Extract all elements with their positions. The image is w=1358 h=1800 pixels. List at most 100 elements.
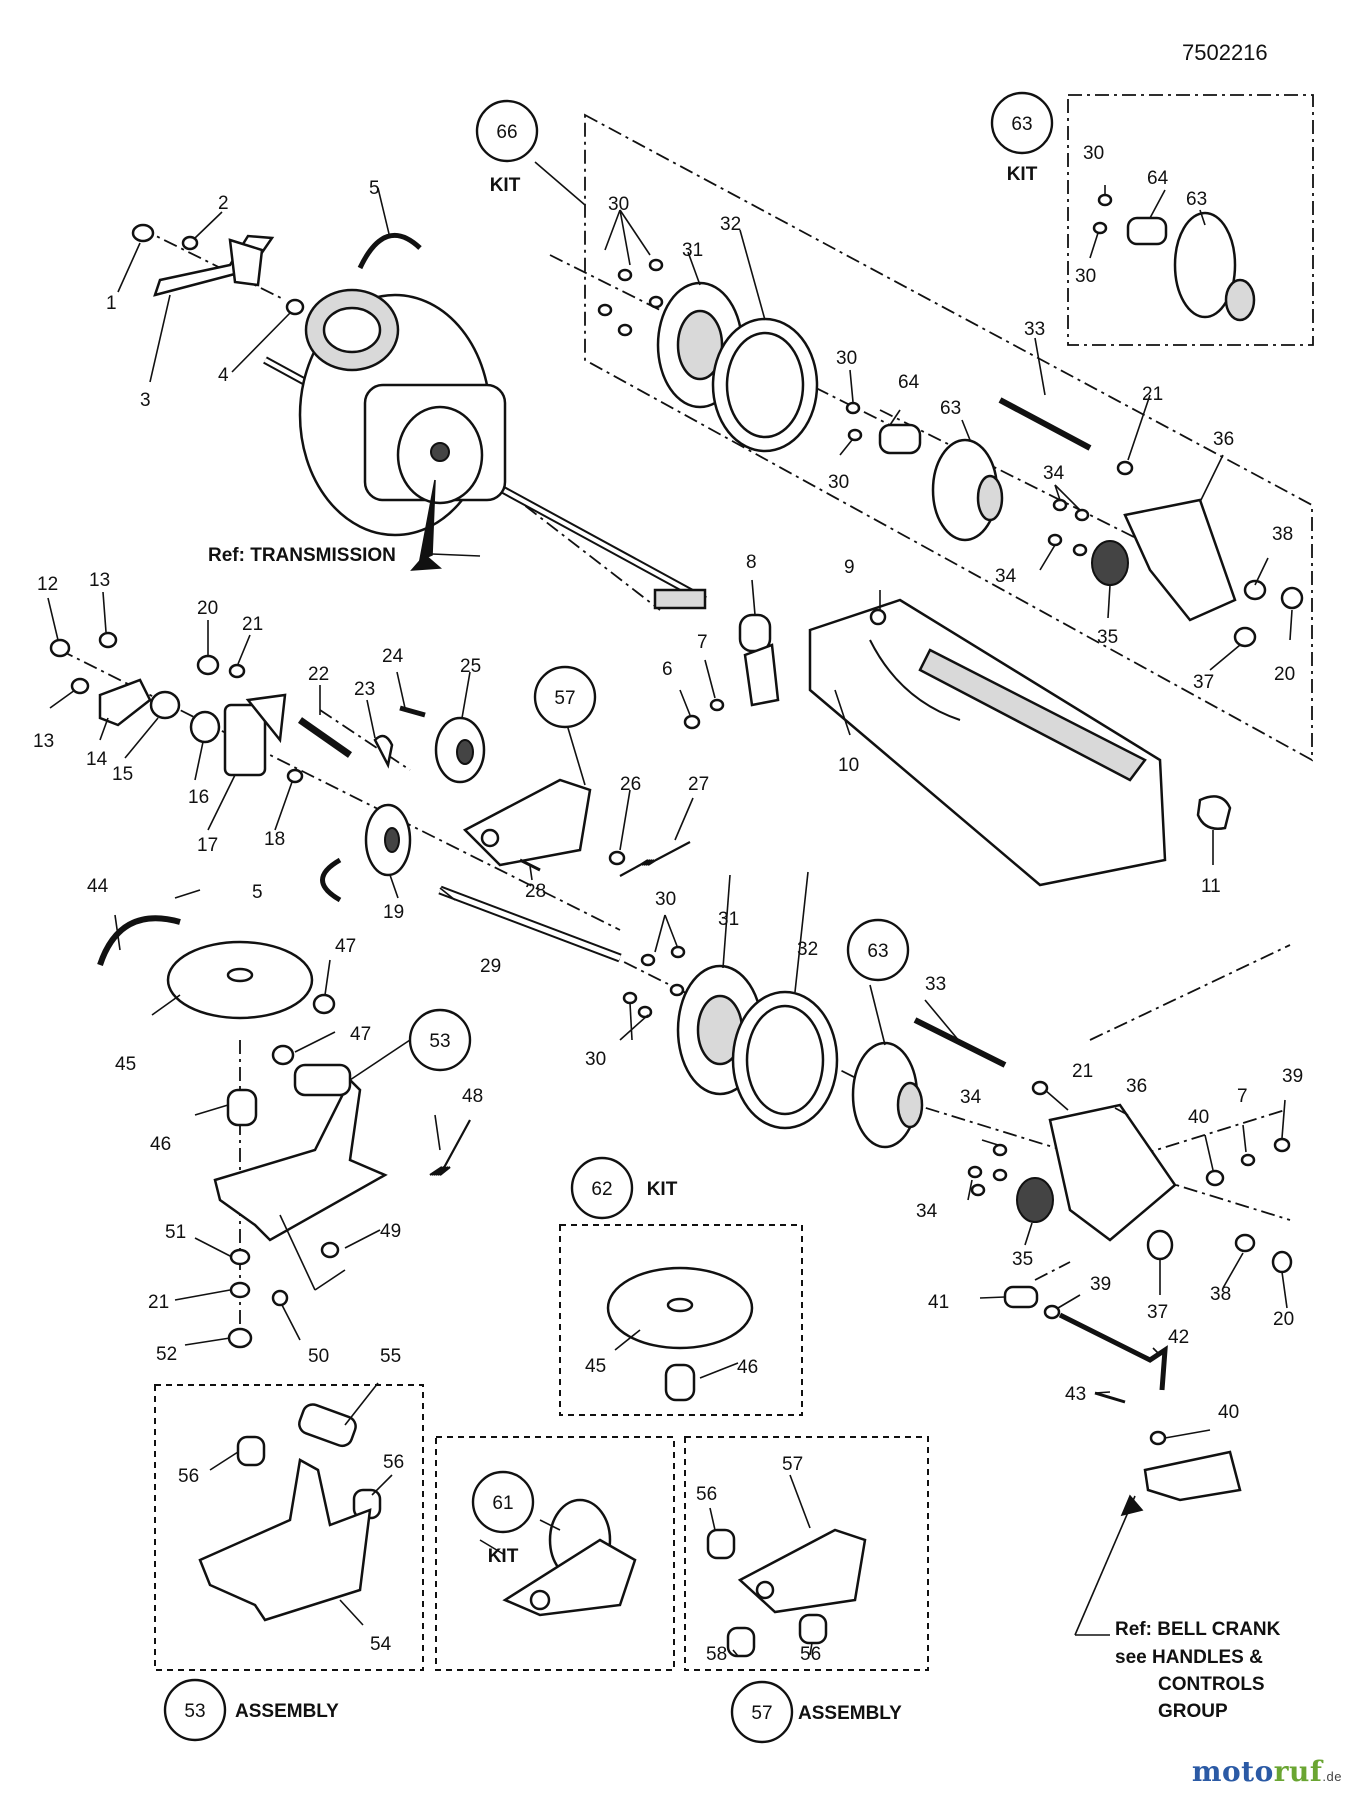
part-label-31: 31 — [682, 240, 703, 261]
assembly-57-parts — [706, 1528, 867, 1658]
part-label-20: 20 — [197, 598, 218, 619]
part-label-9: 9 — [844, 557, 855, 578]
part-label-33: 33 — [1024, 319, 1045, 340]
part-label-20: 20 — [1273, 1309, 1294, 1330]
callout-kit-61: 61 KIT — [471, 1470, 535, 1567]
part-label-7: 7 — [697, 632, 708, 653]
part-label-40: 40 — [1188, 1107, 1209, 1128]
kit-63-dashed-box — [1067, 94, 1314, 346]
part-label-1: 1 — [106, 293, 117, 314]
svg-text:ASSEMBLY: ASSEMBLY — [235, 1701, 339, 1722]
document-number: 7502216 — [1182, 40, 1268, 65]
callout-kit-62: 62 KIT — [570, 1156, 678, 1220]
callout-assembly-57: 57 ASSEMBLY — [730, 1680, 902, 1744]
svg-text:KIT: KIT — [1007, 164, 1038, 185]
part-label-16: 16 — [188, 787, 209, 808]
part-label-36: 36 — [1213, 429, 1234, 450]
part-label-39: 39 — [1090, 1274, 1111, 1295]
assembly-57-dashed-box — [684, 1436, 929, 1671]
callout-kit-66: 66 KIT — [475, 99, 539, 196]
deflector-10 — [808, 598, 1167, 887]
ref-bell-crank-line-2: see HANDLES & — [1115, 1647, 1263, 1668]
lower-shaft-group — [622, 945, 1293, 1502]
kit-66-dashed-outline — [584, 113, 1313, 762]
part-label-24: 24 — [382, 646, 404, 667]
part-label-27: 27 — [688, 774, 709, 795]
svg-text:KIT: KIT — [490, 175, 521, 196]
part-label-20: 20 — [1274, 664, 1295, 685]
part-label-51: 51 — [165, 1222, 186, 1243]
watermark-suffix: .de — [1322, 1769, 1342, 1784]
part-label-56: 56 — [383, 1452, 404, 1473]
part-label-32: 32 — [720, 214, 741, 235]
part-label-47: 47 — [335, 936, 356, 957]
transmission — [263, 288, 707, 610]
part-label-44: 44 — [87, 876, 109, 897]
part-label-7: 7 — [1237, 1086, 1248, 1107]
svg-text:ASSEMBLY: ASSEMBLY — [798, 1703, 902, 1724]
ref-bell-crank-line-1: Ref: BELL CRANK — [1115, 1619, 1281, 1640]
part-label-64: 63 — [1186, 189, 1207, 210]
kit-61-parts — [502, 1498, 637, 1617]
part-label-17: 17 — [197, 835, 218, 856]
svg-text:63: 63 — [1011, 114, 1032, 135]
ref-transmission-leader — [431, 553, 481, 557]
part-label-56: 56 — [696, 1484, 717, 1505]
callout-kit-63-lower: 63 — [846, 918, 910, 982]
belt-5-upper — [357, 232, 422, 270]
part-label-46: 46 — [737, 1357, 758, 1378]
watermark-moto: moto — [1191, 1755, 1274, 1788]
part-label-41: 41 — [928, 1292, 949, 1313]
part-label-54: 54 — [370, 1634, 392, 1655]
svg-text:57: 57 — [554, 688, 575, 709]
part-label-36: 36 — [1126, 1076, 1147, 1097]
part-label-39: 39 — [1282, 1066, 1303, 1087]
part-label-14: 14 — [86, 749, 108, 770]
part-label-37: 37 — [1193, 672, 1214, 693]
part-label-28: 28 — [525, 881, 546, 902]
part-label-38: 38 — [1210, 1284, 1231, 1305]
part-label-50: 50 — [308, 1346, 329, 1367]
svg-text:62: 62 — [591, 1179, 612, 1200]
callout-kit-63: 63 KIT — [990, 91, 1054, 185]
svg-text:KIT: KIT — [488, 1546, 519, 1567]
part-label-3: 3 — [140, 390, 151, 411]
part-label-18: 18 — [264, 829, 285, 850]
part-label-15: 15 — [112, 764, 133, 785]
part-label-22: 22 — [308, 664, 329, 685]
part-label-6: 6 — [662, 659, 673, 680]
nut-6 — [683, 714, 701, 730]
assembly-53-parts — [198, 1403, 382, 1622]
part-label-13: 13 — [33, 731, 54, 752]
part-label-10: 10 — [838, 755, 859, 776]
part-label-35: 35 — [1012, 1249, 1033, 1270]
part-label-58: 57 — [782, 1454, 803, 1475]
part-label-49: 49 — [380, 1221, 401, 1242]
part-label-38: 38 — [1272, 524, 1293, 545]
part-label-8: 8 — [746, 552, 757, 573]
part-label-59: 58 — [706, 1644, 727, 1665]
part-number-labels: 1 2 3 4 5 5 6 7 7 8 9 10 11 12 13 13 14 … — [33, 143, 1303, 1665]
part-label-26: 26 — [620, 774, 641, 795]
svg-text:66: 66 — [496, 122, 517, 143]
leader-lines — [47, 161, 1293, 1657]
part-label-34: 34 — [960, 1087, 982, 1108]
part-label-46: 46 — [150, 1134, 171, 1155]
part-label-21: 21 — [242, 614, 263, 635]
part-label-31: 31 — [718, 909, 739, 930]
bolt-1 — [131, 223, 155, 243]
part-label-19: 19 — [383, 902, 404, 923]
part-label-11: 11 — [1201, 876, 1221, 897]
part-label-5: 5 — [252, 882, 263, 903]
assembly-53-dashed-box — [154, 1384, 424, 1671]
part-label-43: 43 — [1065, 1384, 1086, 1405]
part-label-55: 55 — [380, 1346, 401, 1367]
svg-text:53: 53 — [429, 1031, 450, 1052]
watermark-ruf: ruf — [1273, 1755, 1323, 1788]
part-label-56: 56 — [178, 1466, 199, 1487]
ref-bell-crank-line-3: CONTROLS — [1158, 1674, 1265, 1695]
part-label-45: 45 — [115, 1054, 136, 1075]
part-label-30: 30 — [655, 889, 676, 910]
washer-4 — [285, 298, 305, 316]
